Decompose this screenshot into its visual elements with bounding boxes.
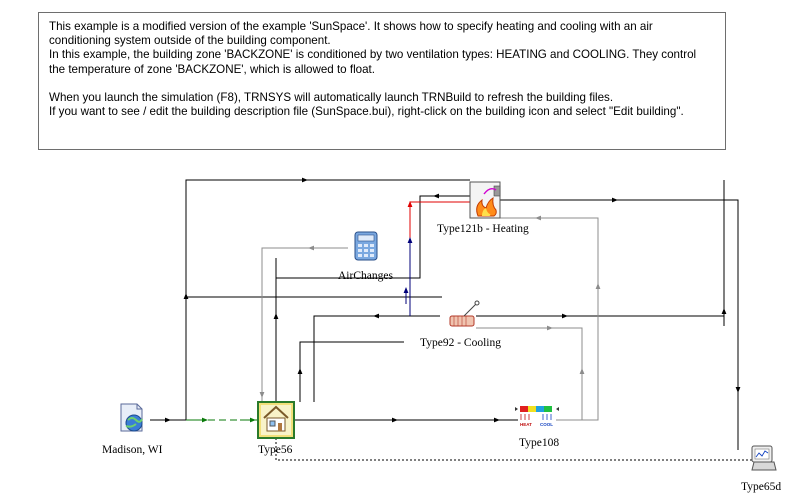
link-building-vertical-c xyxy=(313,315,440,402)
weather-label: Madison, WI xyxy=(102,444,163,456)
description-line: conditioning system outside of the build… xyxy=(49,34,331,48)
cooling-label: Type92 - Cooling xyxy=(420,337,501,349)
link-cooling-to-type108[interactable] xyxy=(476,327,583,420)
description-line: If you want to see / edit the building d… xyxy=(49,105,684,119)
cooling-coil-icon xyxy=(449,300,480,327)
heating-component[interactable]: Type121b - Heating xyxy=(437,181,529,235)
type108-label: Type108 xyxy=(519,437,559,449)
description-line: the temperature of zone 'BACKZONE', whic… xyxy=(49,62,375,76)
building-label: Type56 xyxy=(258,444,293,456)
description-box: This example is a modified version of th… xyxy=(38,12,726,150)
heating-label: Type121b - Heating xyxy=(437,223,529,235)
plotter-label: Type65d xyxy=(741,481,781,493)
link-weather-to-heating[interactable] xyxy=(150,179,470,421)
weather-component[interactable]: Madison, WI xyxy=(102,403,163,456)
link-building-vertical-b xyxy=(299,341,404,402)
building-house-icon xyxy=(257,401,295,439)
airchanges-component[interactable]: AirChanges xyxy=(338,231,393,282)
building-component[interactable]: Type56 xyxy=(257,401,295,456)
link-heating-to-type108[interactable] xyxy=(486,217,599,421)
online-plotter-icon xyxy=(751,445,777,471)
link-airchanges-to-building[interactable] xyxy=(261,247,348,402)
calculator-icon xyxy=(354,231,378,261)
heat-cool-integrator-icon: HEAT COOL xyxy=(515,406,559,427)
type108-component[interactable]: HEAT COOL Type108 xyxy=(515,406,559,449)
heat-text: HEAT xyxy=(520,422,532,427)
airchanges-label: AirChanges xyxy=(338,270,393,282)
description-line: This example is a modified version of th… xyxy=(49,20,653,33)
weather-data-icon xyxy=(120,403,143,432)
description-line: In this example, the building zone 'BACK… xyxy=(49,48,697,62)
plotter-component[interactable]: Type65d xyxy=(741,445,781,493)
cool-text: COOL xyxy=(540,422,553,427)
link-heating-to-right[interactable] xyxy=(500,199,739,450)
link-building-to-plotter[interactable] xyxy=(275,438,752,461)
cooling-component[interactable]: Type92 - Cooling xyxy=(420,300,501,349)
heater-flame-icon xyxy=(469,181,501,219)
description-line: When you launch the simulation (F8), TRN… xyxy=(49,91,614,104)
